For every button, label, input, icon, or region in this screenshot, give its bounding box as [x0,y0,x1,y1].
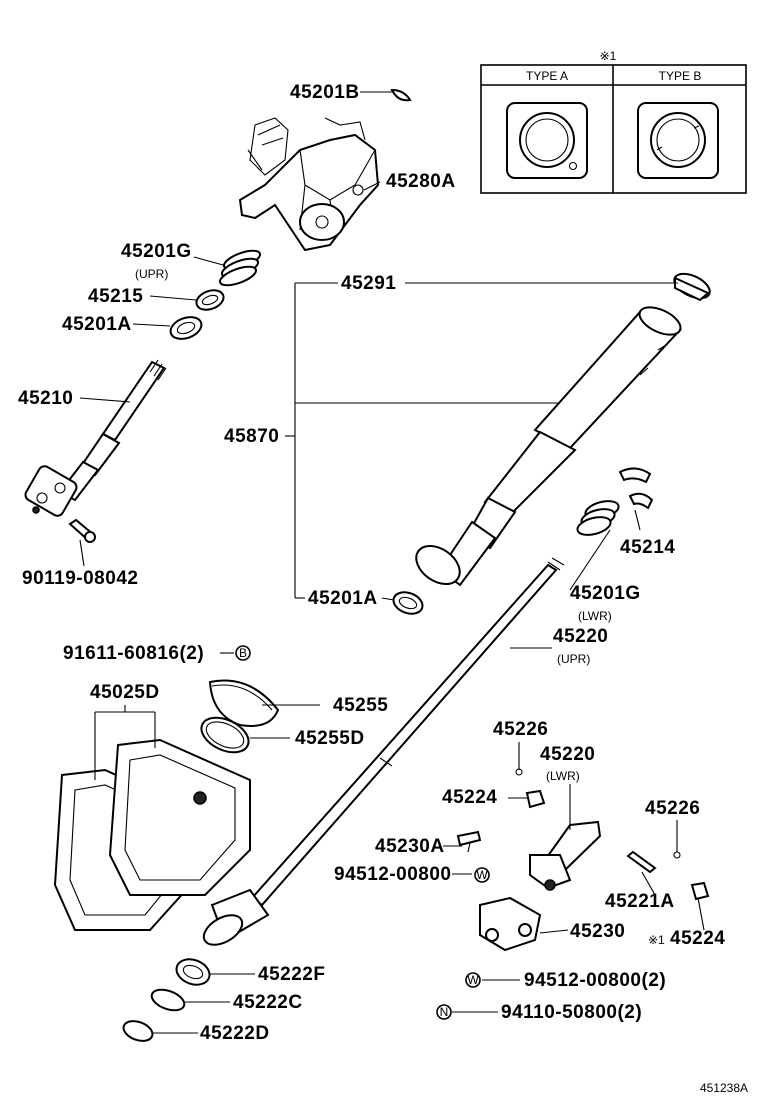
nut-45224-a [525,789,546,809]
ring-45222D [122,1020,154,1042]
seal-45255D [200,716,250,754]
pin-45226-b [673,851,681,859]
pin-45221A [626,850,657,874]
bearing-45201A-upper [169,316,203,340]
label-upr-note-2: (UPR) [557,652,590,666]
label-45230: 45230 [570,921,625,942]
compression-spring-lwr [576,500,620,536]
bolt-45230A [456,830,482,853]
label-45224-b: 45224 [670,928,725,949]
label-45220-lwr: 45220 [540,744,595,765]
label-lwr-note: (LWR) [578,609,612,623]
intermediate-shaft-lower [529,820,602,891]
symbol-w-circle-1: W [474,867,490,883]
type-legend: ※1 TYPE A TYPE B [480,49,747,194]
nut-45224-b [690,881,710,901]
label-45210: 45210 [18,388,73,409]
label-45215: 45215 [88,286,143,307]
symbol-w2: W [467,973,479,987]
symbol-n: N [440,1005,449,1019]
label-45224-a: 45224 [442,787,497,808]
legend-type-b: TYPE B [659,69,702,83]
label-45220-upr: 45220 [553,626,608,647]
label-45201A-bottom: 45201A [308,588,378,609]
label-45255D: 45255D [295,728,365,749]
main-shaft-45210 [24,359,167,517]
steering-column-tube [415,306,682,587]
intermediate-shaft-upper [202,557,565,946]
symbol-b-circle: B [235,645,251,661]
steering-lock-housing [238,117,380,252]
label-45025D: 45025D [90,682,160,703]
symbol-n-circle: N [436,1004,452,1020]
symbol-w1: W [476,868,488,882]
label-94512-00800: 94512-00800 [334,864,452,885]
type-b-bushing [637,102,719,179]
label-45222C: 45222C [233,992,303,1013]
bearing-45201A-lower [392,591,424,615]
label-94110-50800-2: 94110-50800(2) [501,1002,642,1023]
symbol-b: B [239,646,247,660]
label-45255: 45255 [333,695,388,716]
label-lwr-note-2: (LWR) [546,769,580,783]
type-a-bushing [506,102,588,179]
bracket-45214 [618,467,654,510]
label-94512-00800-2: 94512-00800(2) [524,970,666,991]
legend-type-a: TYPE A [526,69,568,83]
bearing-45215 [195,289,225,311]
snap-ring-45201B [390,88,412,102]
label-note-mark: ※1 [648,933,665,947]
label-45222F: 45222F [258,964,325,985]
label-45870: 45870 [224,426,279,447]
column-hole-cover [53,738,251,931]
label-45201G-upr: 45201G [121,241,192,262]
label-91611-60816: 91611-60816(2) [63,643,204,664]
label-45201A-top: 45201A [62,314,132,335]
symbol-w-circle-2: W [465,972,481,988]
bolt-90119-08042 [68,518,96,543]
label-45214: 45214 [620,537,675,558]
label-45201B: 45201B [290,82,360,103]
label-45221A: 45221A [605,891,675,912]
legend-note-mark: ※1 [600,49,617,63]
label-upr-note: (UPR) [135,267,168,281]
label-45222D: 45222D [200,1023,270,1044]
label-45230A: 45230A [375,836,445,857]
part-labels: 45201B 45280A 45201G (UPR) 45215 45201A … [18,82,725,1044]
label-45226-a: 45226 [493,719,548,740]
label-45226-b: 45226 [645,798,700,819]
label-90119-08042: 90119-08042 [22,568,138,589]
leader-lines [79,91,705,1034]
label-45201G-lwr: 45201G [570,583,641,604]
label-45291: 45291 [341,273,396,294]
seal-45222F [175,958,211,986]
bushing-45291 [673,272,711,302]
compression-spring-upr [218,249,262,287]
yoke-45230 [479,896,542,952]
label-45280A: 45280A [386,171,456,192]
ring-45222C [150,988,186,1012]
diagram-code: 451238A [700,1081,748,1095]
